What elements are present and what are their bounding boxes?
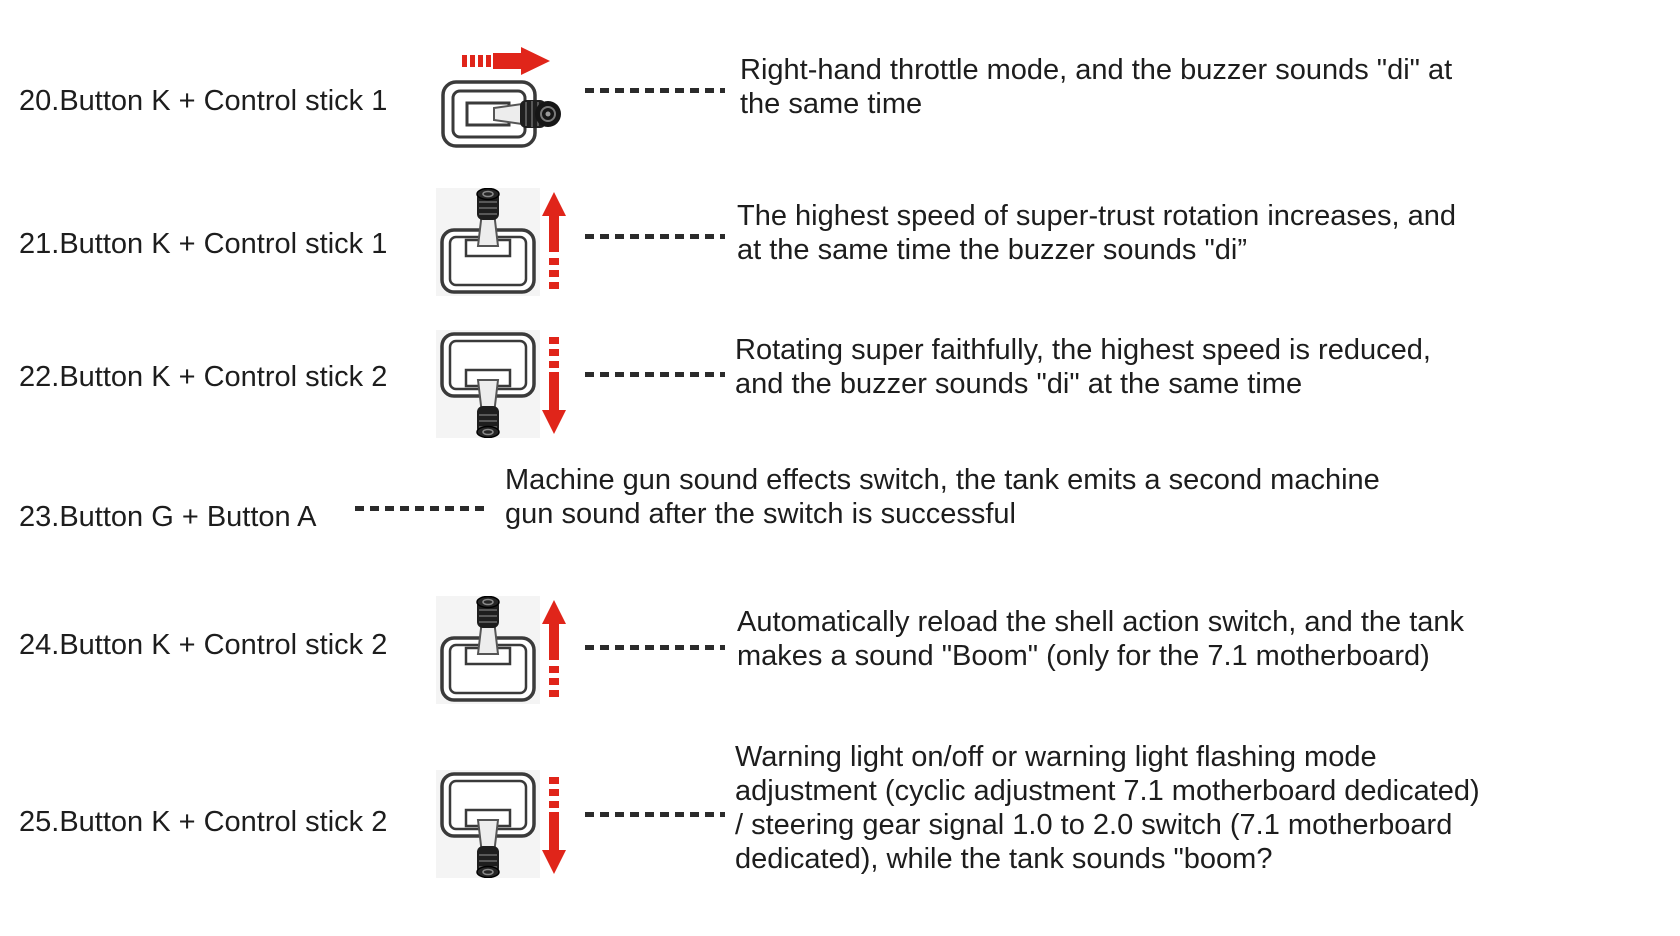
control-stick-down-icon bbox=[436, 770, 566, 883]
description-23: Machine gun sound effects switch, the ta… bbox=[505, 463, 1380, 531]
description-line: dedicated), while the tank sounds "boom? bbox=[735, 843, 1273, 875]
stick-base bbox=[440, 332, 536, 439]
description-line: Rotating super faithfully, the highest s… bbox=[735, 334, 1431, 366]
description-line: Right-hand throttle mode, and the buzzer… bbox=[740, 54, 1453, 86]
arrow-right-icon bbox=[462, 47, 550, 75]
description-line: Machine gun sound effects switch, the ta… bbox=[505, 464, 1380, 496]
description-20: Right-hand throttle mode, and the buzzer… bbox=[740, 53, 1452, 121]
description-line: The highest speed of super-trust rotatio… bbox=[737, 200, 1456, 232]
stick-base bbox=[440, 187, 536, 294]
dashed-connector bbox=[355, 506, 490, 511]
description-22: Rotating super faithfully, the highest s… bbox=[735, 333, 1431, 401]
dashed-connector bbox=[585, 645, 725, 650]
combo-label-20: 20.Button K + Control stick 1 bbox=[19, 85, 388, 117]
stick-base bbox=[440, 772, 536, 879]
control-stick-down-icon bbox=[436, 330, 566, 443]
description-line: / steering gear signal 1.0 to 2.0 switch… bbox=[735, 809, 1453, 841]
description-24: Automatically reload the shell action sw… bbox=[737, 605, 1464, 673]
arrow-down-icon bbox=[542, 777, 566, 874]
description-21: The highest speed of super-trust rotatio… bbox=[737, 199, 1456, 267]
description-line: Warning light on/off or warning light fl… bbox=[735, 741, 1377, 773]
combo-label-24: 24.Button K + Control stick 2 bbox=[19, 629, 388, 661]
description-line: adjustment (cyclic adjustment 7.1 mother… bbox=[735, 775, 1480, 807]
combo-label-21: 21.Button K + Control stick 1 bbox=[19, 228, 388, 260]
description-line: makes a sound "Boom" (only for the 7.1 m… bbox=[737, 640, 1430, 672]
stick-base bbox=[441, 80, 561, 148]
combo-label-22: 22.Button K + Control stick 2 bbox=[19, 361, 388, 393]
description-line: the same time bbox=[740, 88, 923, 120]
dashed-connector bbox=[585, 88, 725, 93]
control-stick-up-icon bbox=[436, 595, 566, 709]
description-line: at the same time the buzzer sounds "di” bbox=[737, 234, 1247, 266]
combo-label-25: 25.Button K + Control stick 2 bbox=[19, 806, 388, 838]
control-stick-right-icon bbox=[440, 46, 568, 153]
dashed-connector bbox=[585, 812, 725, 817]
description-25: Warning light on/off or warning light fl… bbox=[735, 740, 1480, 876]
control-stick-up-icon bbox=[436, 187, 566, 301]
stick-base bbox=[440, 595, 536, 702]
combo-label-23: 23.Button G + Button A bbox=[19, 501, 317, 533]
description-line: gun sound after the switch is successful bbox=[505, 498, 1016, 530]
description-line: and the buzzer sounds "di" at the same t… bbox=[735, 368, 1303, 400]
description-line: Automatically reload the shell action sw… bbox=[737, 606, 1465, 638]
dashed-connector bbox=[585, 372, 725, 377]
arrow-down-icon bbox=[542, 337, 566, 434]
arrow-up-icon bbox=[542, 600, 566, 697]
arrow-up-icon bbox=[542, 192, 566, 289]
dashed-connector bbox=[585, 234, 725, 239]
